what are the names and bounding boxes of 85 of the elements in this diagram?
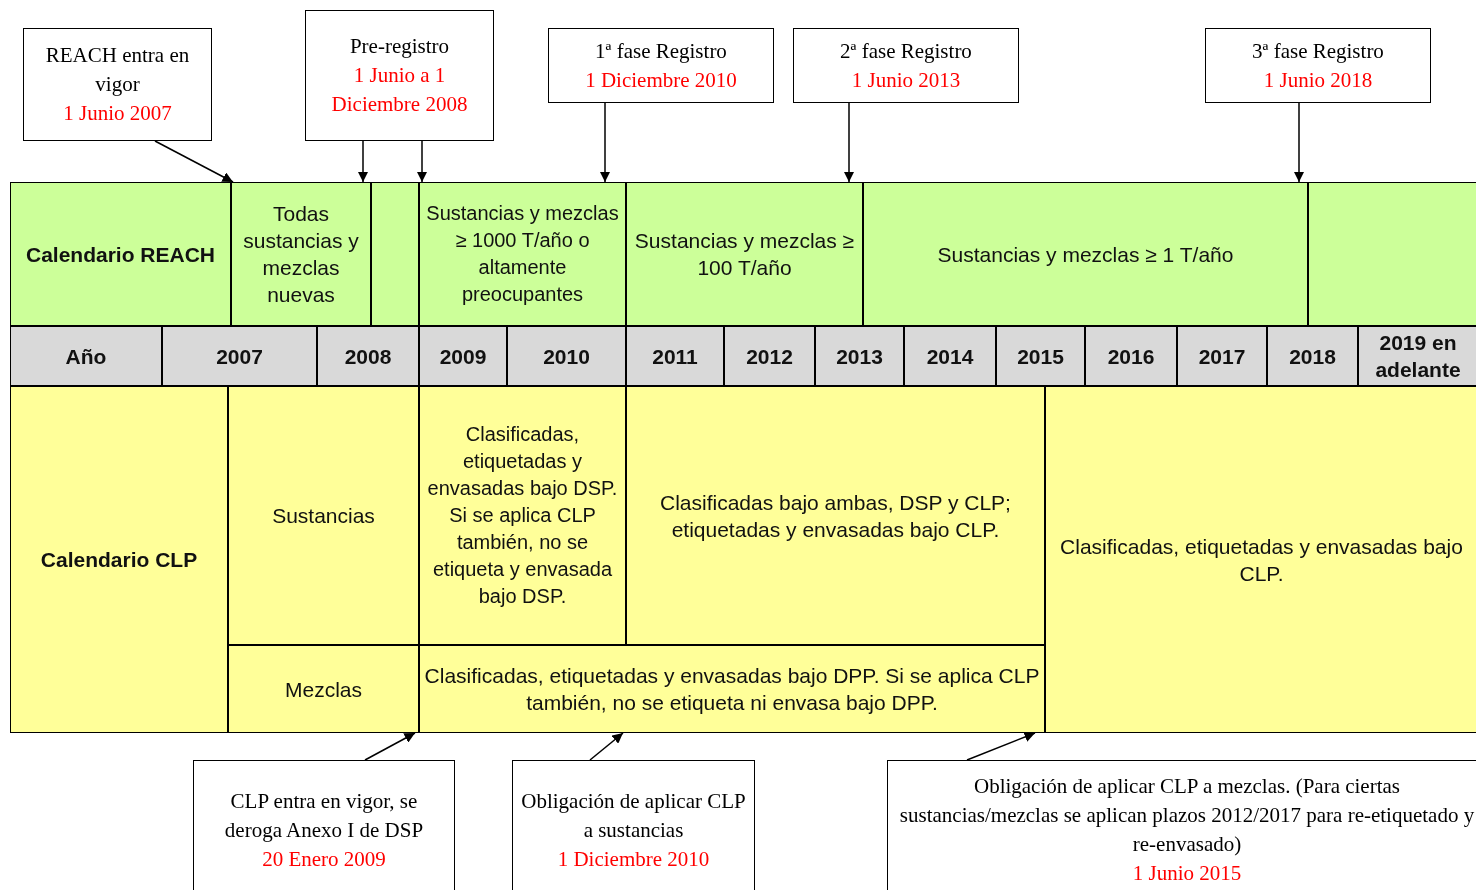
callout-text: REACH entra en vigor bbox=[44, 42, 191, 98]
table-cell bbox=[10, 182, 231, 326]
table-cell bbox=[815, 326, 904, 386]
table-cell bbox=[419, 645, 1045, 733]
table-cell bbox=[904, 326, 996, 386]
header-text: 2012 bbox=[746, 343, 793, 370]
cell-text: Clasificadas, etiquetadas y envasadas bajo DSP. Si se aplica CLP también, no se etiqueta y envasada bajo DSP. bbox=[426, 422, 619, 609]
table-cell bbox=[507, 326, 626, 386]
arrow bbox=[589, 732, 624, 761]
header-text: 2019 en adelante bbox=[1374, 330, 1462, 383]
date-text: 1 Junio a 1 Diciembre 2008 bbox=[330, 62, 469, 118]
table-cell bbox=[162, 326, 317, 386]
empty-table-cell bbox=[371, 182, 419, 326]
header-text: 2008 bbox=[344, 343, 392, 370]
header-text: 2018 bbox=[1289, 343, 1336, 370]
table-cell bbox=[1267, 326, 1358, 386]
date-text: 20 Enero 2009 bbox=[262, 845, 386, 873]
callout-box bbox=[305, 10, 494, 141]
cell-text: Sustancias y mezclas ≥ 100 T/año bbox=[633, 228, 856, 281]
table-cell bbox=[724, 326, 815, 386]
table-cell bbox=[419, 326, 507, 386]
header-text: 2010 bbox=[543, 343, 590, 370]
header-text: 2013 bbox=[836, 343, 883, 370]
header-text: Año bbox=[65, 343, 107, 370]
cell-text: Sustancias y mezclas ≥ 1 T/año bbox=[937, 241, 1234, 268]
table-cell bbox=[10, 386, 228, 733]
callout-box bbox=[1205, 28, 1431, 103]
arrow bbox=[1293, 102, 1305, 183]
header-text: 2007 bbox=[216, 343, 263, 370]
table-cell bbox=[317, 326, 419, 386]
arrow bbox=[966, 732, 1036, 761]
table-cell bbox=[863, 182, 1308, 326]
callout-box bbox=[548, 28, 774, 103]
header-text: 2011 bbox=[652, 343, 698, 370]
callout-box bbox=[887, 760, 1476, 890]
cell-text: Sustancias y mezclas ≥ 1000 T/año o altamente preocupantes bbox=[425, 201, 620, 307]
header-text: 2017 bbox=[1198, 343, 1246, 370]
date-text: 1 Junio 2007 bbox=[63, 100, 172, 127]
date-text: 1 Junio 2013 bbox=[851, 66, 961, 94]
callout-text: 1ª fase Registro bbox=[595, 37, 727, 65]
callout-box bbox=[23, 28, 212, 141]
header-text: 2009 bbox=[439, 343, 487, 370]
table-cell bbox=[996, 326, 1085, 386]
callout-text: 3ª fase Registro bbox=[1252, 37, 1384, 65]
date-text: 1 Junio 2015 bbox=[1132, 860, 1242, 887]
callout-box bbox=[512, 760, 755, 890]
cell-text: Todas sustancias y mezclas nuevas bbox=[242, 201, 360, 308]
table-cell bbox=[1177, 326, 1267, 386]
arrow bbox=[599, 102, 611, 183]
cell-text: Clasificadas bajo ambas, DSP y CLP; etiquetadas y envasadas bajo CLP. bbox=[659, 489, 1012, 543]
arrow bbox=[843, 102, 855, 183]
date-text: 1 Diciembre 2010 bbox=[585, 66, 737, 94]
header-text: 2014 bbox=[926, 343, 974, 370]
date-text: 1 Diciembre 2010 bbox=[557, 845, 710, 873]
callout-text: CLP entra en vigor, se deroga Anexo I de DSP bbox=[223, 787, 425, 844]
table-cell bbox=[1045, 386, 1476, 733]
callout-text: 2ª fase Registro bbox=[840, 37, 972, 65]
table-cell bbox=[228, 645, 419, 733]
cell-text: Sustancias bbox=[272, 503, 375, 529]
callout-box bbox=[193, 760, 455, 890]
arrow bbox=[154, 140, 234, 183]
table-cell bbox=[419, 386, 626, 645]
table-cell bbox=[626, 386, 1045, 645]
callout-text: Pre-registro bbox=[349, 33, 450, 60]
table-cell bbox=[10, 326, 162, 386]
table-cell bbox=[626, 182, 863, 326]
header-text: Calendario CLP bbox=[40, 547, 198, 573]
header-text: 2016 bbox=[1107, 343, 1155, 370]
cell-text: Clasificadas, etiquetadas y envasadas bajo DPP. Si se aplica CLP también, no se etiqueta ni envasa bajo DPP. bbox=[424, 663, 1040, 716]
header-text: 2015 bbox=[1017, 343, 1064, 370]
table-cell bbox=[231, 182, 371, 326]
table-cell bbox=[1085, 326, 1177, 386]
cell-text: Mezclas bbox=[285, 676, 362, 703]
table-cell bbox=[1358, 326, 1476, 386]
table-cell bbox=[228, 386, 419, 645]
arrow bbox=[416, 140, 428, 183]
callout-text: Obligación de aplicar CLP a mezclas. (Para ciertas sustancias/mezclas se aplican plazos 2012/2017 para re-etiquetado y re-envasado) bbox=[898, 773, 1476, 858]
arrow bbox=[357, 140, 369, 183]
table-cell bbox=[419, 182, 626, 326]
callout-text: Obligación de aplicar CLP a sustancias bbox=[520, 787, 747, 844]
callout-box bbox=[793, 28, 1019, 103]
date-text: 1 Junio 2018 bbox=[1263, 66, 1373, 94]
table-cell bbox=[626, 326, 724, 386]
header-text: Calendario REACH bbox=[26, 241, 215, 268]
cell-text: Clasificadas, etiquetadas y envasadas bajo CLP. bbox=[1059, 533, 1464, 587]
